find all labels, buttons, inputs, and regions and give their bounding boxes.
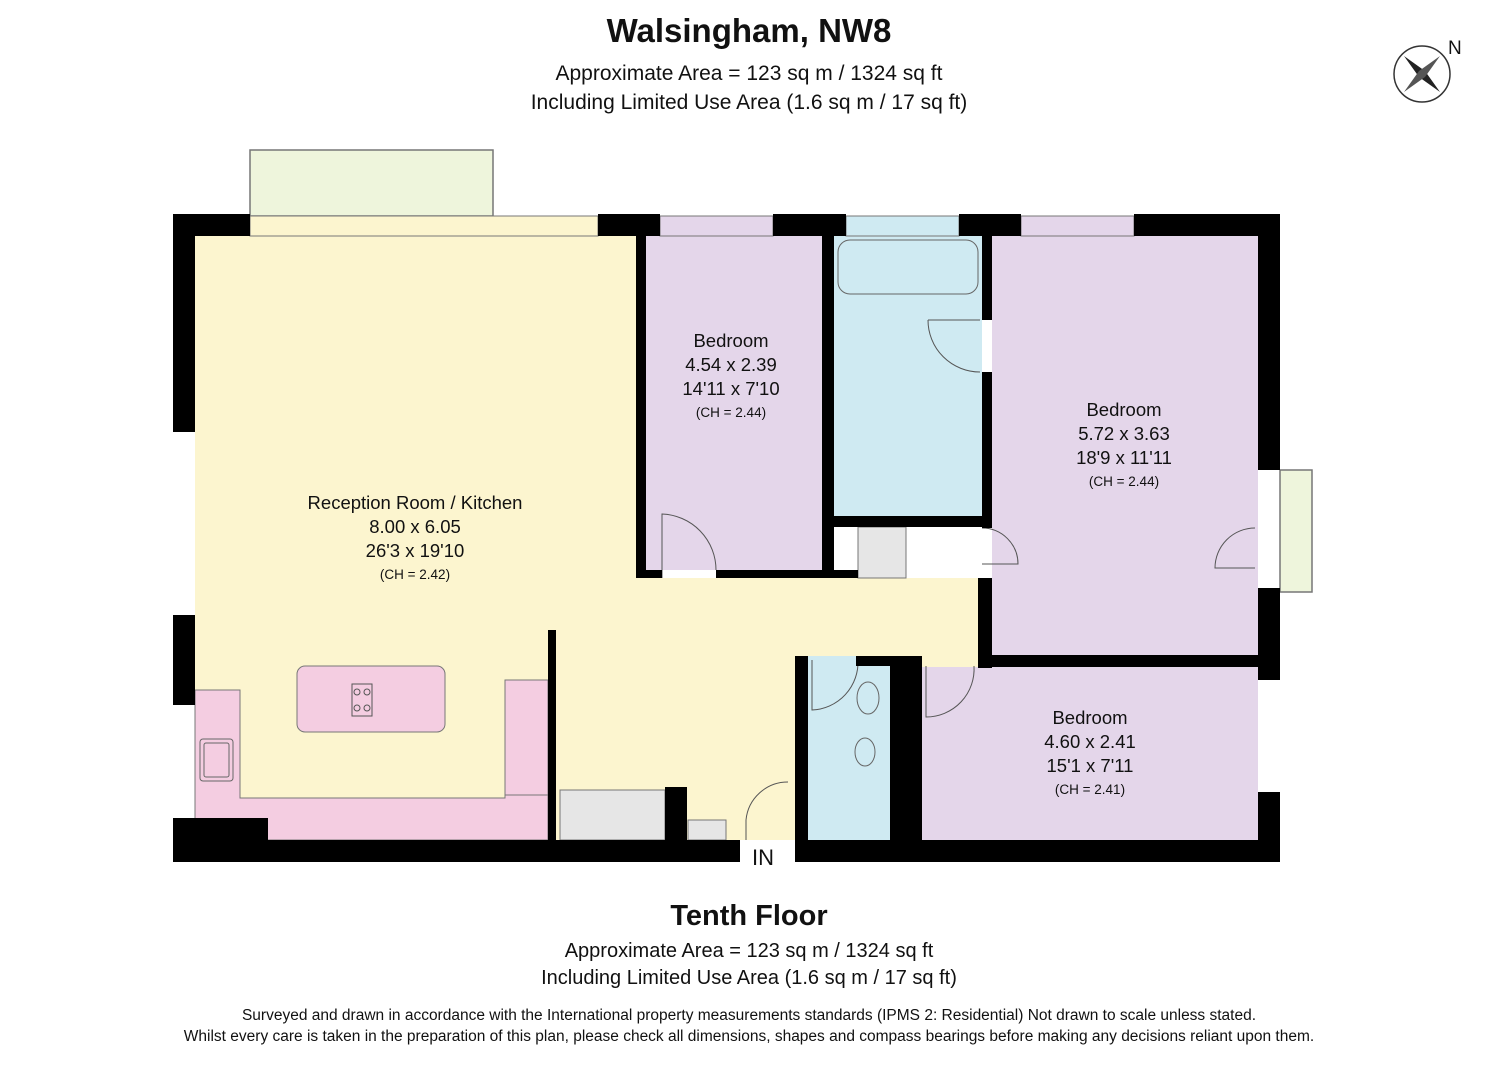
bedroom-2 [992, 236, 1258, 655]
toilet-icon [854, 737, 876, 767]
room-imperial: 15'1 x 7'11 [1046, 755, 1134, 776]
storage-cupboard [687, 819, 727, 841]
kitchen-tall-unit [504, 679, 549, 796]
room-imperial: 18'9 x 11'11 [1076, 447, 1172, 468]
room-label-bedroom-2: Bedroom 5.72 x 3.63 18'9 x 11'11 (CH = 2… [1076, 398, 1172, 494]
window [659, 215, 774, 237]
disclaimer-line-1: Surveyed and drawn in accordance with th… [241, 1007, 1257, 1024]
room-metric: 4.54 x 2.39 [685, 354, 777, 375]
shower-room [808, 656, 890, 840]
sliding-door [249, 215, 599, 237]
bath-icon [837, 239, 979, 295]
room-metric: 5.72 x 3.63 [1078, 423, 1170, 444]
basin-icon [856, 681, 880, 715]
bedroom-1 [646, 236, 822, 570]
bedroom-3 [922, 667, 1258, 840]
room-ceiling-height: (CH = 2.44) [1088, 474, 1160, 489]
kitchen-island [296, 665, 446, 733]
room-label-bedroom-3: Bedroom 4.60 x 2.41 15'1 x 7'11 (CH = 2.… [1044, 706, 1136, 802]
approximate-area: Approximate Area = 123 sq m / 1324 sq ft [555, 62, 943, 85]
floor-name: Tenth Floor [670, 900, 828, 932]
floor-area: Approximate Area = 123 sq m / 1324 sq ft [564, 940, 934, 962]
room-imperial: 14'11 x 7'10 [682, 378, 780, 399]
room-ceiling-height: (CH = 2.41) [1054, 782, 1126, 797]
balcony-right [1279, 469, 1313, 593]
room-name: Reception Room / Kitchen [307, 492, 523, 513]
room-metric: 8.00 x 6.05 [369, 516, 461, 537]
window [1020, 215, 1135, 237]
compass-icon [1393, 45, 1451, 103]
storage-cupboard [559, 789, 666, 841]
room-name: Bedroom [1052, 707, 1128, 728]
sink-icon [199, 738, 234, 782]
plan-title: Walsingham, NW8 [606, 12, 892, 49]
room-label-reception: Reception Room / Kitchen 8.00 x 6.05 26'… [308, 491, 523, 587]
door-swings [661, 319, 1256, 840]
limited-use-area: Including Limited Use Area (1.6 sq m / 1… [530, 91, 968, 114]
balcony-top [249, 149, 494, 217]
room-ceiling-height: (CH = 2.42) [379, 567, 451, 582]
room-imperial: 26'3 x 19'10 [365, 540, 465, 561]
room-ceiling-height: (CH = 2.44) [695, 405, 767, 420]
room-metric: 4.60 x 2.41 [1044, 731, 1136, 752]
room-name: Bedroom [1086, 399, 1162, 420]
room-label-bedroom-1: Bedroom 4.54 x 2.39 14'11 x 7'10 (CH = 2… [682, 329, 779, 425]
compass-north-label: N [1448, 38, 1462, 59]
window [845, 215, 960, 237]
storage-cupboard [857, 526, 907, 579]
hob-icon [351, 683, 373, 717]
room-name: Bedroom [693, 330, 769, 351]
walls [173, 214, 1280, 862]
entrance-label: IN [752, 845, 774, 870]
floor-limited-use-area: Including Limited Use Area (1.6 sq m / 1… [541, 967, 957, 989]
disclaimer-line-2: Whilst every care is taken in the prepar… [183, 1028, 1315, 1045]
